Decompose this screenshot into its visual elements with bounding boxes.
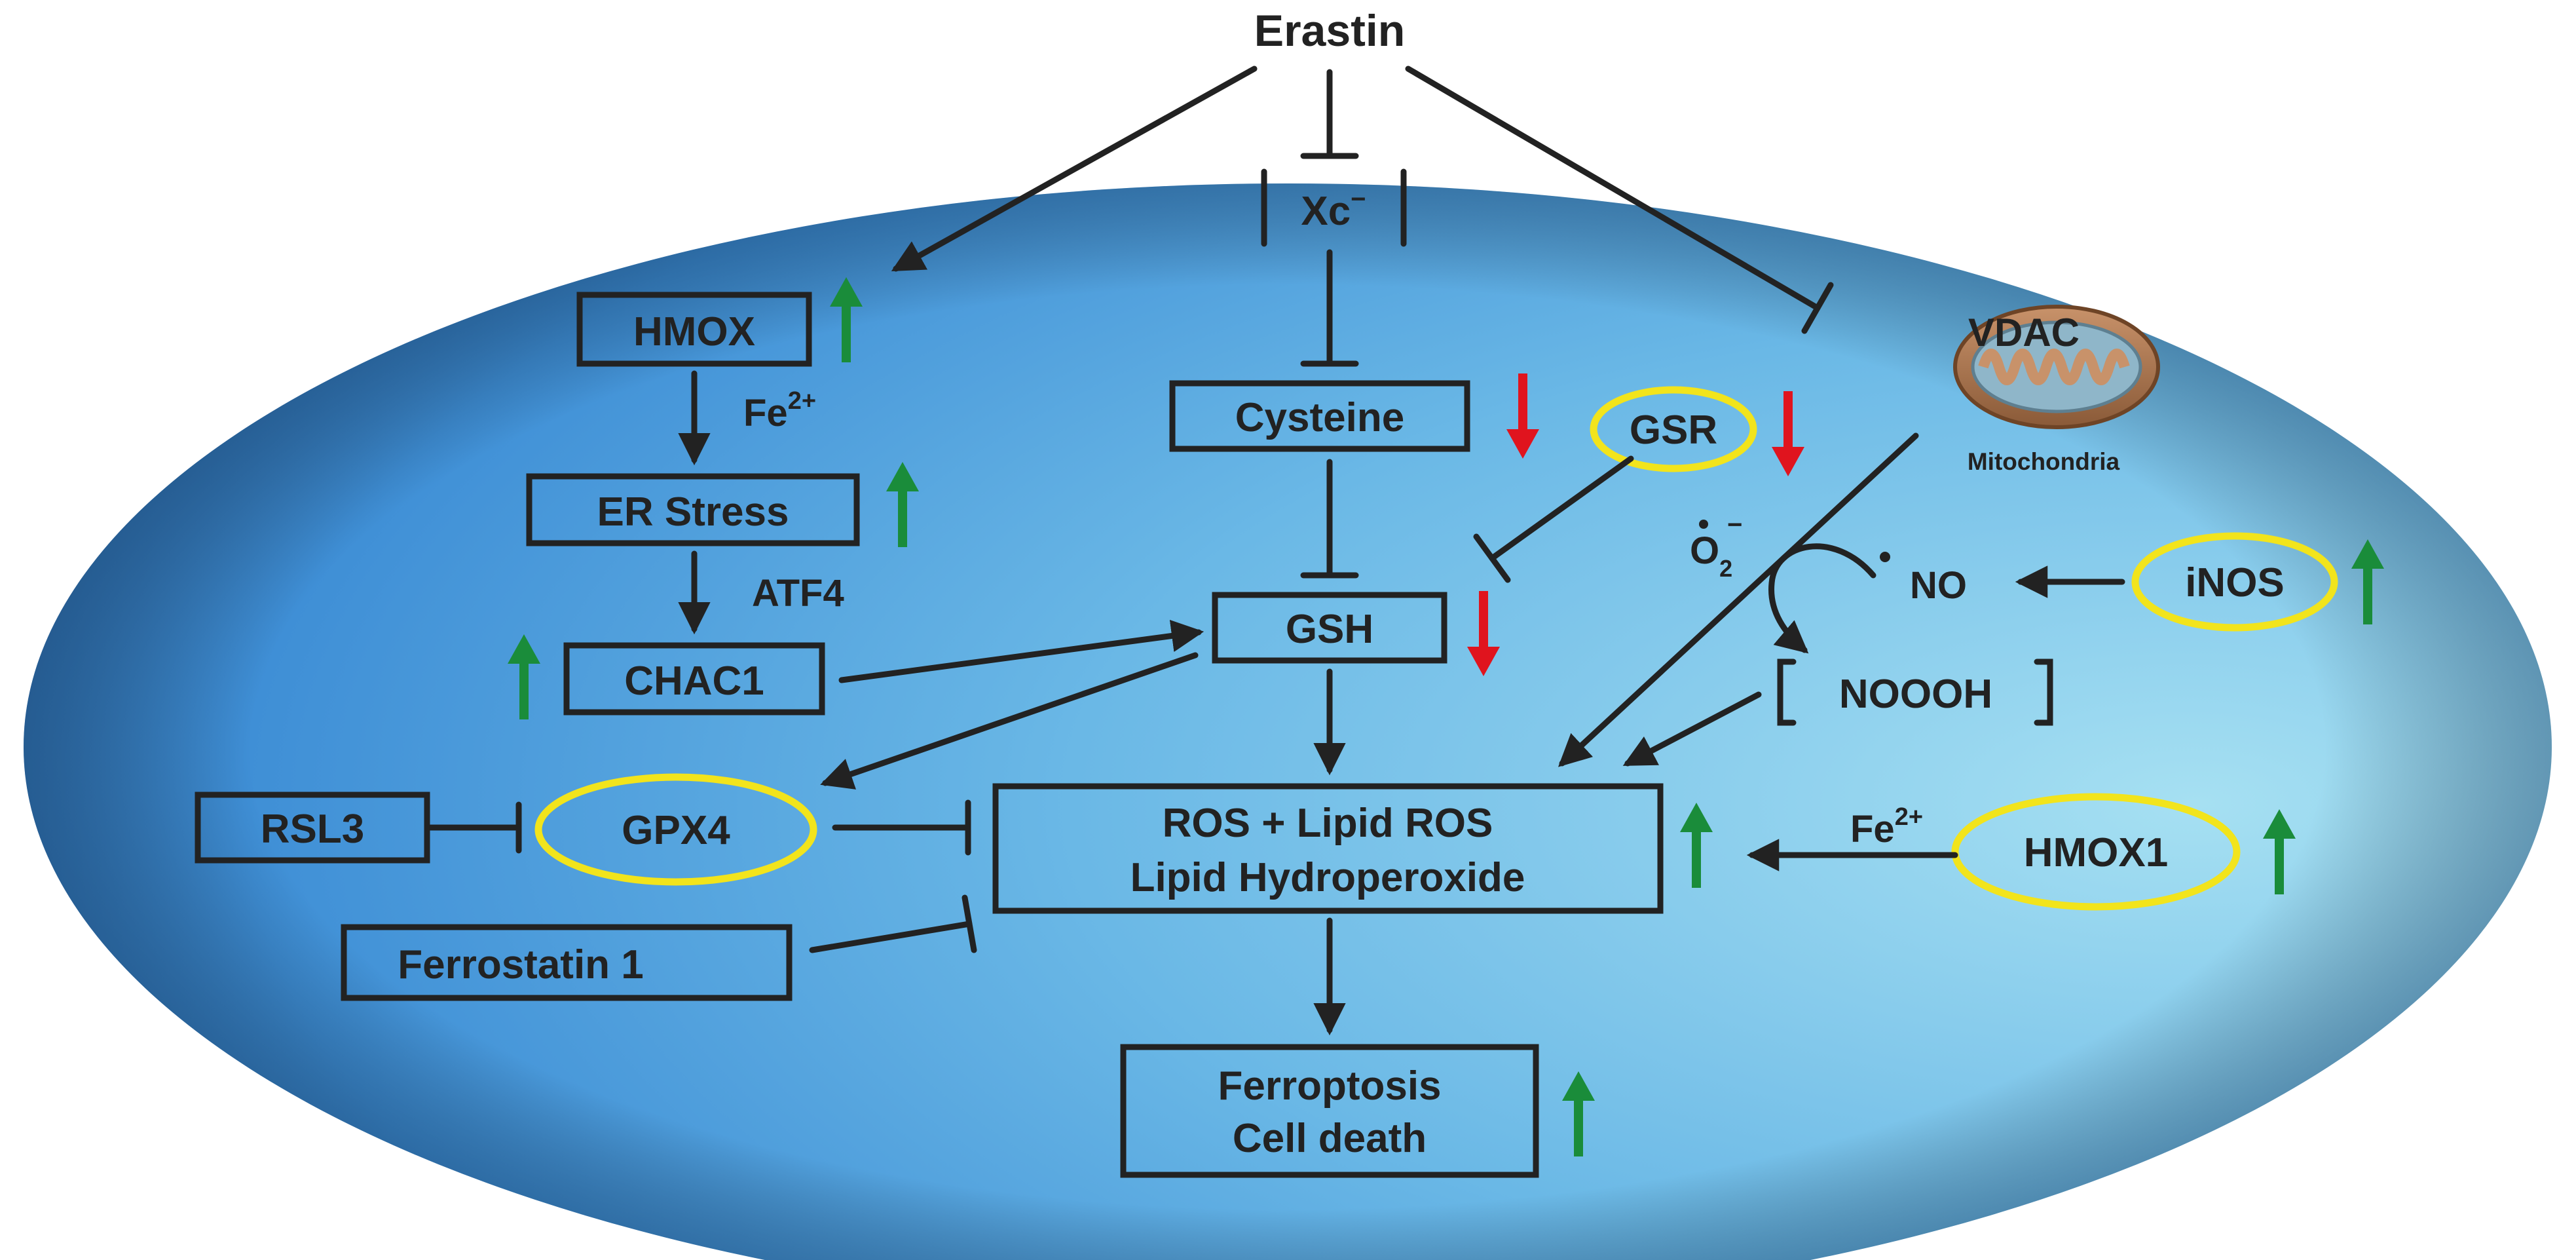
ferroptosis-label-line1: Ferroptosis (1218, 1063, 1441, 1109)
hmox1-ring (1951, 793, 2241, 911)
gsh-down-arrow-icon (1467, 591, 1500, 676)
gsr-ring (1590, 386, 1757, 472)
ros-label-line2: Lipid Hydroperoxide (1130, 855, 1525, 900)
er-stress-up-arrow-icon (886, 462, 919, 547)
gsr-down-arrow-icon (1772, 391, 1804, 476)
mitochondrion-icon (1953, 305, 2160, 429)
superoxide-label: O2− (1690, 510, 1743, 582)
chac1-box (563, 642, 825, 716)
cell-shading (24, 183, 2552, 1260)
gsh-box (1212, 592, 1447, 664)
noooh-to-ros-arrow (1622, 691, 1762, 767)
hmox1-up-arrow-icon (2263, 809, 2296, 894)
noooh-label: NOOOH (1839, 672, 1992, 717)
regulation-indicators (508, 277, 2384, 1156)
gsh-to-gpx4-arrow (820, 652, 1199, 790)
erastin-label: Erastin (1254, 6, 1406, 56)
fe-right-label: Fe (1850, 808, 1895, 850)
noooh-brackets (1777, 659, 2053, 726)
xc-superscript: − (1351, 185, 1366, 214)
gsh-label: GSH (1286, 607, 1373, 652)
gsr-label: GSR (1630, 408, 1717, 453)
hmox-up-arrow-icon (830, 277, 863, 362)
gsr-inhibits-gsh (1473, 455, 1634, 583)
er-stress-box (526, 473, 860, 546)
ferroptosis-label-line2: Cell death (1233, 1116, 1427, 1161)
chac1-to-gsh-arrow (838, 619, 1204, 683)
fe-right-superscript: 2+ (1895, 803, 1923, 831)
svg-text:O2−: O2− (1690, 510, 1743, 582)
no-label: NO (1910, 564, 1967, 607)
svg-text:Fe2+: Fe2+ (1850, 803, 1923, 850)
cysteine-label: Cysteine (1235, 395, 1404, 440)
ferrostatin-inhibits-ros (809, 894, 977, 953)
ferroptosis-up-arrow-icon (1562, 1071, 1595, 1156)
er-stress-label: ER Stress (597, 489, 789, 535)
ferrostatin-box (341, 924, 793, 1001)
xc-inhibits-cysteine (1300, 249, 1359, 367)
xc-transporter: Xc− (1261, 168, 1407, 247)
cysteine-down-arrow-icon (1506, 373, 1539, 459)
gpx4-ring (534, 773, 817, 886)
superoxide-no-reaction-arrow (1768, 543, 1876, 654)
inos-label: iNOS (2185, 560, 2285, 605)
no-radical-dot (1880, 552, 1890, 562)
erastin-to-hmox-arrow (891, 66, 1258, 272)
hmox1-label: HMOX1 (2024, 830, 2168, 875)
atf4-label: ATF4 (752, 572, 844, 615)
erastin-inhibits-vdac (1405, 66, 1834, 334)
cysteine-box (1169, 380, 1470, 452)
hmox-label: HMOX (633, 309, 755, 354)
ferrostatin-label: Ferrostatin 1 (398, 942, 644, 987)
svg-text:Xc−: Xc− (1301, 185, 1366, 234)
chac1-label: CHAC1 (624, 659, 764, 704)
vdac-label: VDAC (1968, 311, 2080, 354)
fe-top-label: Fe (743, 392, 788, 434)
ros-label-line1: ROS + Lipid ROS (1163, 801, 1493, 846)
rsl3-inhibits-gpx4 (424, 801, 522, 854)
ros-up-arrow-icon (1680, 803, 1713, 888)
mitochondria-label: Mitochondria (1968, 448, 2120, 475)
vdac-to-ros-arrow (1558, 432, 1919, 767)
chac1-up-arrow-icon (508, 634, 540, 719)
fe-top-superscript: 2+ (788, 387, 816, 415)
erastin-inhibits-xc (1300, 69, 1359, 159)
inos-ring (2131, 532, 2338, 632)
ferroptosis-box (1120, 1044, 1539, 1178)
superoxide-subscript: 2 (1719, 555, 1732, 582)
inos-up-arrow-icon (2351, 539, 2384, 624)
cysteine-inhibits-gsh (1300, 459, 1359, 579)
ros-box (992, 783, 1664, 914)
svg-text:Fe2+: Fe2+ (743, 387, 816, 434)
rsl3-label: RSL3 (261, 807, 364, 852)
gpx4-inhibits-ros (832, 799, 971, 856)
superoxide-superscript: − (1727, 510, 1742, 539)
gpx4-label: GPX4 (622, 808, 730, 853)
hmox-box (576, 292, 812, 367)
xc-label: Xc (1301, 189, 1351, 234)
